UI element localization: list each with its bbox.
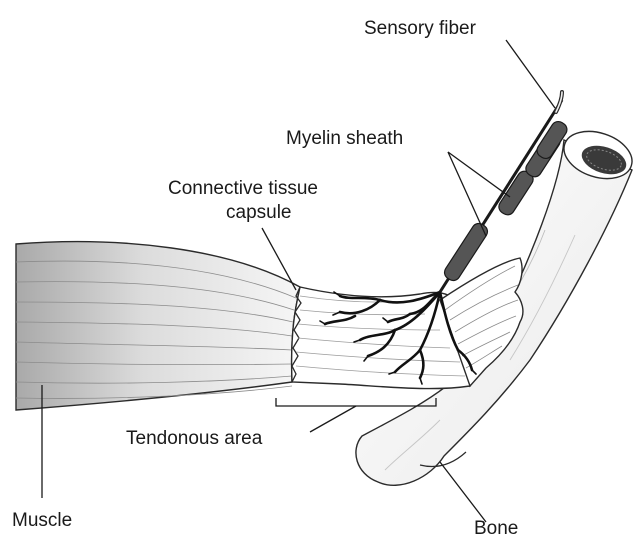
label-capsule-line1: Connective tissue: [168, 178, 318, 199]
muscle: [16, 242, 300, 410]
label-sensory-fiber: Sensory fiber: [364, 18, 477, 39]
leader-myelin-1: [448, 152, 486, 236]
label-tendonous-area: Tendonous area: [126, 428, 263, 449]
leader-myelin-2: [448, 152, 510, 197]
leader-bone: [440, 462, 486, 522]
label-muscle: Muscle: [12, 510, 72, 531]
label-capsule-line2: capsule: [226, 202, 292, 223]
label-bone: Bone: [474, 518, 518, 539]
leader-sensory-fiber: [506, 40, 555, 108]
label-myelin-sheath: Myelin sheath: [286, 128, 403, 149]
leader-tendonous: [310, 406, 356, 432]
leader-tendonous-bracket: [276, 398, 436, 406]
